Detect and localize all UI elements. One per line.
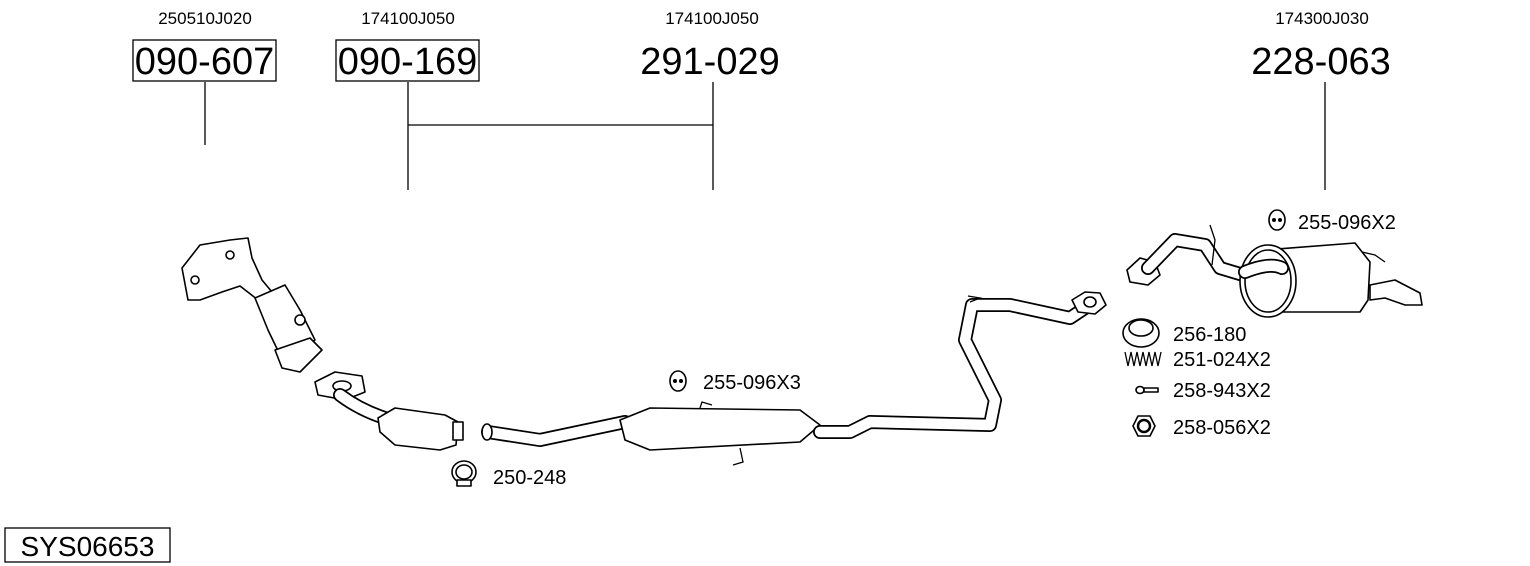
part-number-box-2 (335, 39, 480, 82)
part-number-box-1 (132, 39, 277, 82)
oem-number-3: 174100J050 (665, 9, 759, 28)
accessory-label-255-096x3[interactable]: 255-096X3 (703, 372, 801, 394)
gasket-ring-icon (1122, 318, 1160, 348)
accessory-label-258-943x2[interactable]: 258-943X2 (1173, 380, 1271, 402)
part-number-090-607[interactable]: 090-607 (135, 41, 274, 83)
hex-nut-icon (1132, 415, 1156, 437)
oem-number-1: 250510J020 (158, 9, 252, 28)
exhaust-manifold-catalyst[interactable] (181, 237, 323, 373)
clamp-icon (451, 460, 477, 487)
accessory-label-250-248[interactable]: 250-248 (493, 467, 566, 489)
bolt-icon (1135, 385, 1159, 395)
system-code-box (4, 527, 171, 563)
oem-number-2: 174100J050 (361, 9, 455, 28)
accessory-label-255-096x2[interactable]: 255-096X2 (1298, 212, 1396, 234)
rear-silencer[interactable] (1126, 224, 1423, 318)
rubber-mount-icon (1268, 209, 1286, 231)
leader-lines (204, 82, 1326, 190)
middle-silencer-pipe[interactable] (481, 291, 1107, 466)
part-number-090-169[interactable]: 090-169 (338, 41, 477, 83)
accessory-label-256-180[interactable]: 256-180 (1173, 324, 1246, 346)
accessory-label-251-024x2[interactable]: 251-024X2 (1173, 349, 1271, 371)
part-number-291-029[interactable]: 291-029 (640, 41, 779, 83)
part-number-228-063[interactable]: 228-063 (1251, 41, 1390, 83)
rubber-mount-icon (669, 370, 687, 392)
front-pipe-catalyst[interactable] (314, 371, 464, 451)
system-code: SYS06653 (21, 531, 155, 562)
spring-icon (1124, 351, 1162, 367)
accessory-label-258-056x2[interactable]: 258-056X2 (1173, 417, 1271, 439)
oem-number-4: 174300J030 (1275, 9, 1369, 28)
